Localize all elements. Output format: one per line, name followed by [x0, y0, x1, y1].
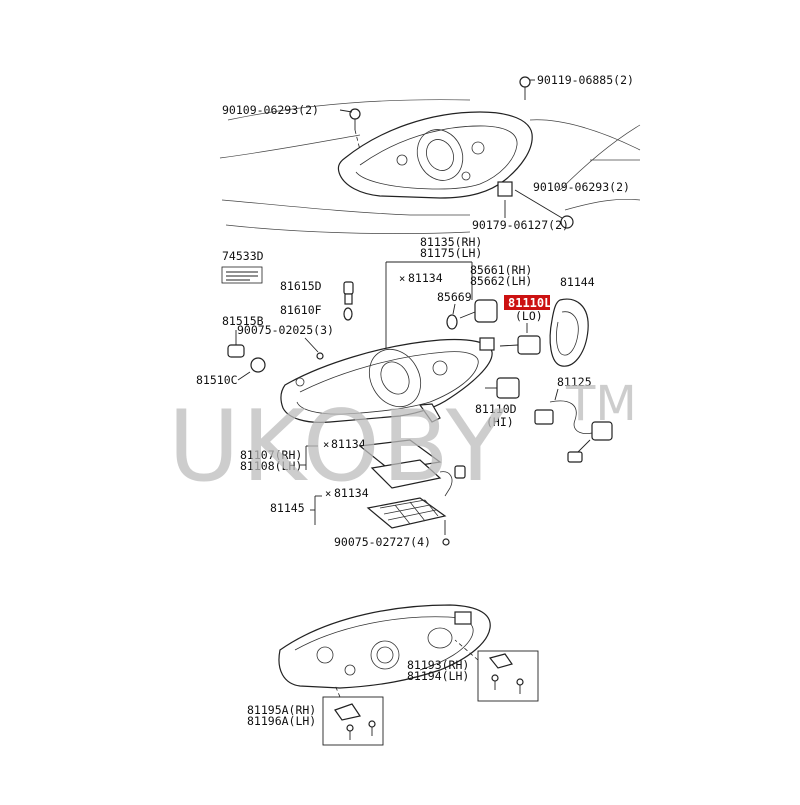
- label-81193-rh: 81193(RH): [407, 658, 469, 672]
- label-81134-b: 81134: [331, 437, 366, 451]
- label-90075-02025: 90075-02025(3): [237, 323, 334, 337]
- asterisk-81134-b: ×: [323, 439, 329, 451]
- label-90179-06127: 90179-06127(2): [472, 218, 569, 232]
- ballast-81107: [370, 459, 466, 497]
- asterisk-81134-c: ×: [325, 488, 331, 500]
- label-81194-lh: 81194(LH): [407, 669, 469, 683]
- label-81610f: 81610F: [280, 303, 322, 317]
- label-85669: 85669: [437, 290, 472, 304]
- headlamp-unit-exploded: [280, 337, 495, 423]
- bolt-90119-top: [519, 76, 535, 100]
- label-85662-lh: 85662(LH): [470, 274, 532, 288]
- repair-kit-81193: [454, 639, 539, 702]
- headlamp-assembly-installed: [337, 111, 533, 199]
- label-81615d: 81615D: [280, 279, 322, 293]
- watermark: UKOBY TM: [168, 376, 637, 504]
- socket-81515b: [227, 330, 266, 373]
- screw-90075-02025: [316, 352, 324, 360]
- screw-90075-02727: [442, 538, 450, 546]
- socket-cover-85661: [459, 299, 498, 323]
- label-hi: (HI): [486, 415, 514, 429]
- label-90119-06885: 90119-06885(2): [537, 73, 634, 87]
- label-81195a-rh: 81195A(RH): [247, 703, 316, 717]
- bulb-81110l: [499, 335, 541, 355]
- label-81134-c: 81134: [334, 486, 369, 500]
- repair-kit-81195a: [322, 684, 384, 746]
- label-81108-lh: 81108(LH): [240, 459, 302, 473]
- label-81196a-lh: 81196A(LH): [247, 714, 316, 728]
- label-74533d: 74533D: [222, 249, 264, 263]
- bolt-90109-right: [514, 189, 574, 229]
- vehicle-body-outline: [219, 99, 641, 234]
- ballast-cover-81145: [366, 497, 447, 529]
- label-81175-lh: 81175(LH): [420, 246, 482, 260]
- bulb-socket-81610f: [343, 307, 353, 321]
- label-90109-06293-right: 90109-06293(2): [533, 180, 630, 194]
- caution-label-74533d: [221, 266, 263, 284]
- label-81134-a: 81134: [408, 271, 443, 285]
- headlamp-rear-view: [278, 604, 491, 689]
- seal-85669: [446, 314, 458, 330]
- label-81515b: 81515B: [222, 314, 264, 328]
- bulb-81110d: [485, 377, 520, 399]
- label-81145: 81145: [270, 501, 305, 515]
- highlighted-part-81110l: 81110L: [504, 295, 551, 310]
- watermark-text: UKOBY: [168, 390, 508, 504]
- label-85661-rh: 85661(RH): [470, 263, 532, 277]
- label-81510c: 81510C: [196, 373, 238, 387]
- label-81144: 81144: [560, 275, 595, 289]
- bulb-81615d: [343, 281, 354, 305]
- bolt-90109-left: [349, 108, 361, 151]
- label-90075-02727: 90075-02727(4): [334, 535, 431, 549]
- watermark-trademark: TM: [565, 376, 637, 432]
- label-81125: 81125: [557, 375, 592, 389]
- label-81110l: 81110L: [508, 296, 551, 310]
- label-81107-rh: 81107(RH): [240, 448, 302, 462]
- asterisk-81134-a: ×: [399, 273, 405, 285]
- cover-81144: [549, 298, 589, 367]
- label-lo: (LO): [515, 309, 543, 323]
- label-90109-06293-top: 90109-06293(2): [222, 103, 319, 117]
- label-81110d: 81110D: [475, 402, 517, 416]
- label-81135-rh: 81135(RH): [420, 235, 482, 249]
- wire-harness-81125: [534, 400, 613, 463]
